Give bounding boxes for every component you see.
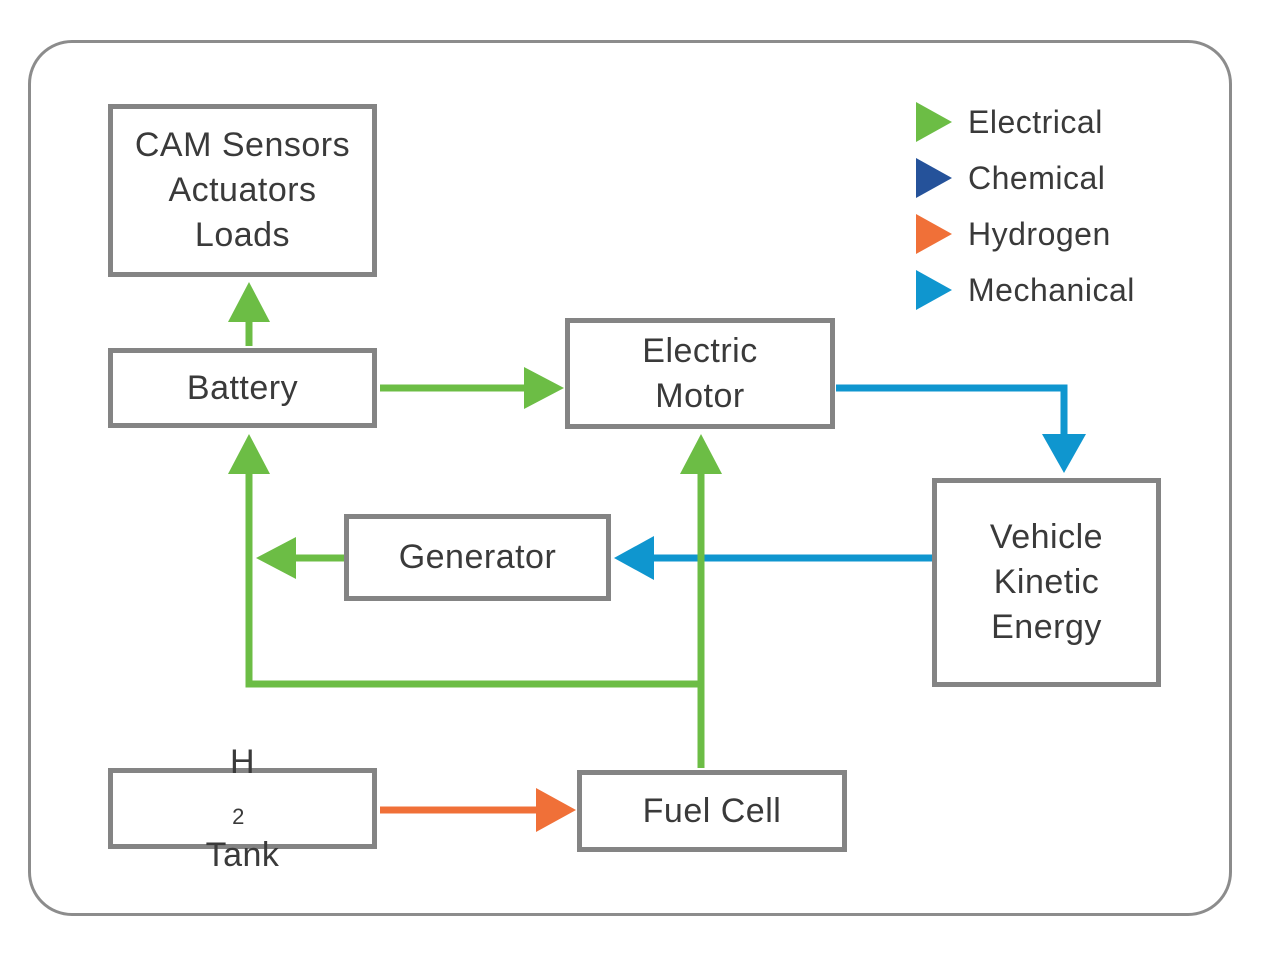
diagram-frame (28, 40, 1232, 916)
arrow-motor-to-vehicle (836, 384, 1086, 473)
legend-label-electrical: Electrical (968, 103, 1103, 140)
arrow-generator-to-battery (256, 537, 344, 579)
node-vehicle-line1: Vehicle (989, 518, 1104, 556)
arrow-h2tank-to-fuelcell (380, 788, 576, 832)
legend-label-chemical: Chemical (968, 159, 1106, 196)
legend-item-hydrogen: Hydrogen (914, 206, 1135, 262)
node-vehicle-kinetic-energy: Vehicle Kinetic Energy (932, 478, 1161, 687)
node-battery: Battery (108, 348, 377, 428)
node-cam-sensors: CAM Sensors Actuators Loads (108, 104, 377, 277)
node-generator: Generator (344, 514, 611, 601)
legend-item-mechanical: Mechanical (914, 262, 1135, 318)
node-generator-label: Generator (398, 538, 557, 576)
node-electric-motor: Electric Motor (565, 318, 835, 429)
h2-tank-word: Tank (205, 835, 280, 874)
arrow-battery-to-motor (380, 367, 564, 409)
node-fuelcell-label: Fuel Cell (642, 791, 782, 830)
legend-label-mechanical: Mechanical (968, 271, 1135, 308)
legend-item-chemical: Chemical (914, 150, 1135, 206)
chemical-arrow-icon (916, 158, 952, 198)
node-motor-line1: Electric (642, 331, 758, 370)
node-battery-label: Battery (186, 368, 299, 407)
arrow-fuelcell-to-motor-and-battery (228, 434, 722, 768)
arrow-vehicle-to-generator (614, 536, 932, 580)
legend-label-hydrogen: Hydrogen (968, 215, 1111, 252)
mechanical-arrow-icon (916, 270, 952, 310)
arrow-battery-to-cam (228, 282, 270, 346)
h2-subscript: 2 (232, 803, 245, 829)
h2-symbol: H (229, 742, 256, 781)
node-cam-line1: CAM Sensors (134, 126, 351, 164)
node-fuel-cell: Fuel Cell (577, 770, 847, 852)
node-motor-line2: Motor (655, 376, 745, 415)
node-vehicle-line2: Kinetic (993, 563, 1100, 601)
node-cam-line2: Actuators (168, 171, 317, 209)
electrical-arrow-icon (916, 102, 952, 142)
node-vehicle-line3: Energy (991, 608, 1102, 646)
legend-item-electrical: Electrical (914, 94, 1135, 150)
hydrogen-arrow-icon (916, 214, 952, 254)
node-cam-line3: Loads (194, 216, 291, 254)
legend: Electrical Chemical Hydrogen Mechanical (914, 94, 1135, 318)
